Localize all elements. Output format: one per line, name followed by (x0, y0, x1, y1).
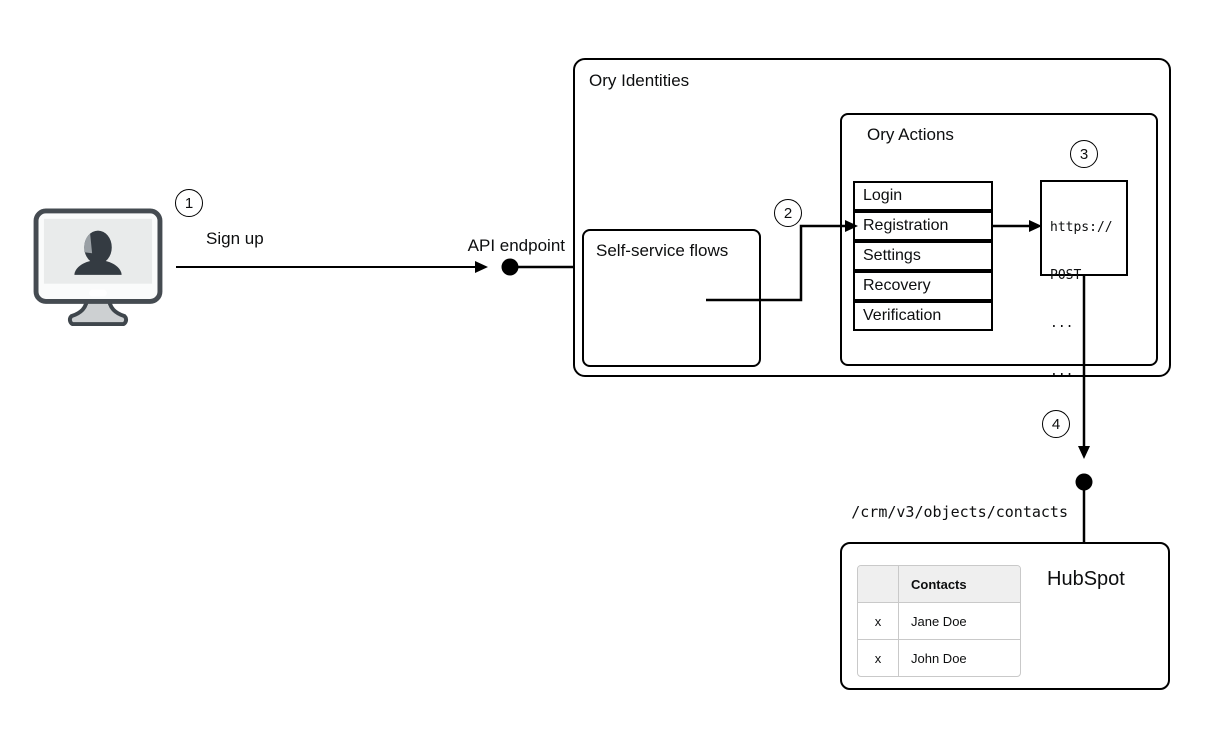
signup-arrowhead (475, 261, 488, 273)
flow-row-settings: Settings (853, 241, 993, 271)
row-check-cell: x (858, 640, 899, 676)
sign-up-label: Sign up (206, 229, 264, 248)
monitor-power-button (89, 289, 107, 297)
flow-type-list: Login Registration Settings Recovery Ver… (853, 181, 993, 331)
flow-row-registration: Registration (853, 211, 993, 241)
step-number: 4 (1051, 415, 1061, 433)
step-badge-3: 3 (1070, 140, 1098, 168)
code-line: ... (1050, 364, 1074, 379)
row-name-cell: Jane Doe (911, 613, 967, 629)
contacts-header-cell: Contacts (911, 576, 967, 592)
ory-identities-title: Ory Identities (589, 71, 690, 90)
self-service-flows-box: Self-service flows (582, 229, 761, 367)
flow-row-recovery: Recovery (853, 271, 993, 301)
api-endpoint-label: API endpoint (467, 236, 565, 255)
flow-row-verification: Verification (853, 301, 993, 331)
step-number: 2 (783, 204, 793, 222)
contacts-table-header-row: Contacts (858, 566, 1020, 602)
step-badge-2: 2 (774, 199, 802, 227)
flow-row-login: Login (853, 181, 993, 211)
row-check-cell: x (858, 603, 899, 639)
user-workstation-icon (33, 208, 163, 326)
code-line: ... (1050, 316, 1074, 331)
user-silhouette-icon (74, 230, 122, 275)
crm-path-label: /crm/v3/objects/contacts (851, 503, 1068, 521)
table-row: x John Doe (858, 639, 1020, 676)
step-number: 1 (184, 194, 194, 212)
hubspot-title: HubSpot (1047, 568, 1125, 590)
step-number: 3 (1079, 145, 1089, 163)
step-badge-4: 4 (1042, 410, 1070, 438)
code-line: POST (1050, 268, 1082, 283)
api-endpoint-node (501, 258, 519, 276)
self-service-flows-title: Self-service flows (596, 241, 729, 260)
step-badge-1: 1 (175, 189, 203, 217)
row-name-cell: John Doe (911, 650, 967, 666)
code-line: https:// (1050, 220, 1113, 235)
table-row: x Jane Doe (858, 602, 1020, 639)
hubspot-endpoint-node (1075, 473, 1093, 491)
webhook-request-box: https:// POST ... ... (1040, 180, 1128, 379)
contacts-table: Contacts x Jane Doe x John Doe (857, 565, 1021, 677)
hubspot-arrowhead (1078, 446, 1090, 459)
header-check-cell (858, 566, 899, 602)
monitor-stand (67, 294, 129, 326)
ory-actions-title: Ory Actions (867, 125, 954, 144)
hubspot-box: Contacts x Jane Doe x John Doe HubSpot (840, 542, 1170, 690)
